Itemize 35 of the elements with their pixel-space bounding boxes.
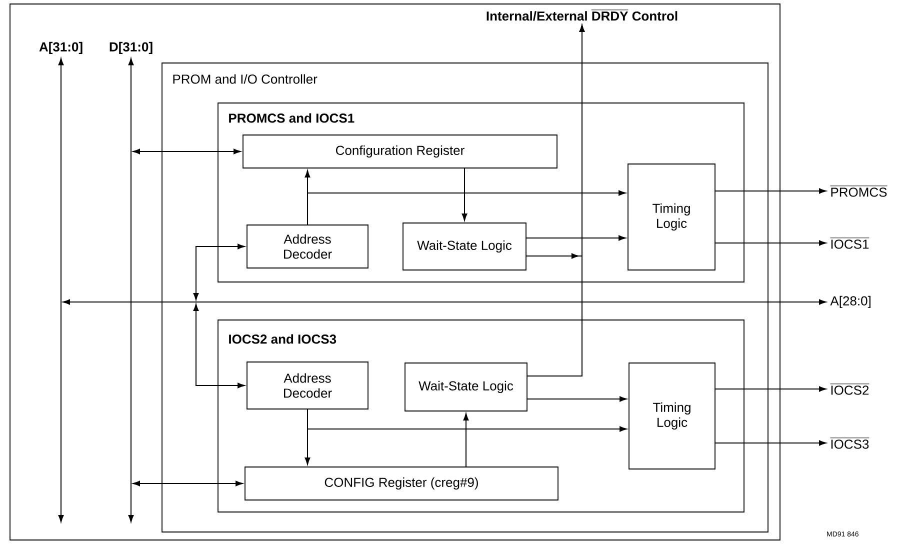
arrow (526, 24, 585, 376)
logic-box: Address Decoder (246, 224, 368, 268)
chip-box (10, 4, 780, 540)
arrow (526, 396, 627, 402)
arrow (193, 244, 245, 300)
arrow (714, 440, 826, 446)
arrow (304, 408, 310, 465)
register-box: Configuration Register (242, 134, 558, 168)
signal-label: $\text{Internal/External }\overline{\text{DRDY}}\text{ Control}$ (486, 10, 678, 21)
logic-box: Timing Logic (628, 164, 716, 270)
logic-box: Timing Logic (628, 362, 716, 470)
signal-label: D[31:0] (110, 42, 152, 54)
logic-box: Wait-State Logic (402, 222, 526, 270)
arrow (307, 426, 627, 432)
signal-label: A[28:0] (830, 296, 870, 308)
signal-label: PROMCS (830, 186, 888, 197)
logic-box: Address Decoder (246, 362, 368, 410)
register-box: CONFIG Register (creg#9) (244, 466, 558, 500)
arrow (714, 240, 826, 246)
logic-box: Wait-State Logic (404, 362, 528, 412)
arrow (462, 168, 468, 221)
bus-arrow (128, 58, 134, 522)
arrow (714, 386, 826, 392)
arrow (132, 148, 241, 154)
bus-arrow (58, 58, 64, 522)
arrow (714, 188, 826, 194)
arrow (463, 413, 469, 468)
arrow (132, 480, 243, 486)
signal-label: A[31:0] (39, 42, 82, 54)
signal-label: IOCS1 (830, 238, 870, 249)
arrow (193, 304, 245, 388)
signal-label: IOCS2 (830, 384, 870, 395)
arrow (526, 235, 626, 241)
signal-label: IOCS3 (830, 438, 870, 449)
bus-arrow (62, 299, 826, 305)
